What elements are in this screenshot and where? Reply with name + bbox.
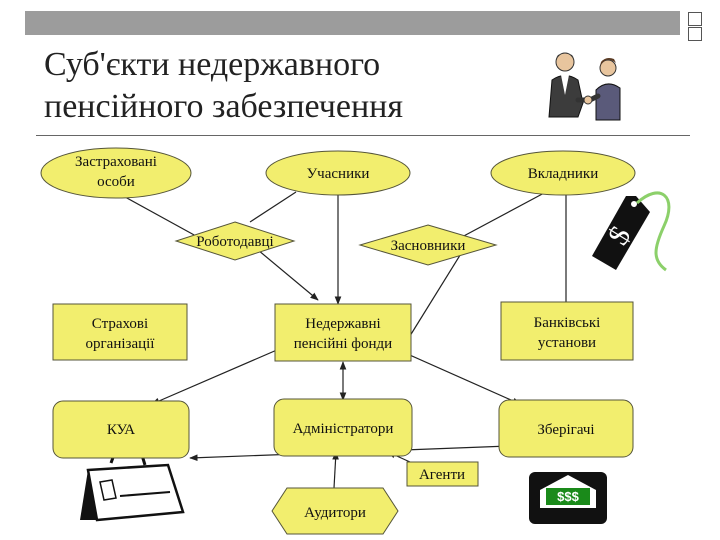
edge-auditors-administrators xyxy=(332,451,339,489)
edge-insured-employers xyxy=(115,191,197,237)
slide-title: Суб'єкти недержавного пенсійного забезпе… xyxy=(44,44,514,128)
title-line-2: пенсійного забезпечення xyxy=(44,88,403,125)
node-bank-institutions: Банківські установи xyxy=(500,301,634,361)
node-label: Зберігачі xyxy=(537,422,594,438)
node-label: Застраховані xyxy=(75,154,157,170)
node-agents: Агенти xyxy=(406,461,479,487)
node-label: Учасники xyxy=(307,166,370,182)
node-label: Страхові xyxy=(92,316,148,332)
node-label: Роботодавці xyxy=(196,234,273,250)
edge-depositors-founders xyxy=(459,191,547,239)
businessmen-handshake-clipart xyxy=(548,52,621,121)
dollar-price-tag-icon: $ xyxy=(592,191,671,272)
dollar-screen-icon: $$$ xyxy=(529,472,607,524)
corner-square-icon xyxy=(688,12,702,26)
node-label: Адміністратори xyxy=(293,421,394,437)
title-rule xyxy=(36,135,690,136)
edge-participants-employers xyxy=(249,191,297,223)
briefcase-icon xyxy=(80,450,185,522)
node-employers: Роботодавці xyxy=(174,221,296,261)
node-participants: Учасники xyxy=(265,150,411,196)
node-label: Агенти xyxy=(419,467,465,483)
node-label: Аудитори xyxy=(304,505,366,521)
money-icon-text: $$$ xyxy=(557,489,579,504)
title-line-1: Суб'єкти недержавного xyxy=(44,46,381,83)
title-bar xyxy=(25,11,680,35)
node-custodians: Зберігачі xyxy=(498,399,634,458)
node-label: Засновники xyxy=(391,238,466,254)
node-depositors: Вкладники xyxy=(490,150,636,196)
node-label: особи xyxy=(97,174,135,190)
node-administrators: Адміністратори xyxy=(273,398,413,457)
node-label: пенсійні фонди xyxy=(294,336,392,352)
node-insured-persons: Застраховані особи xyxy=(40,147,192,199)
node-kua: КУА xyxy=(52,400,190,459)
corner-square-icon xyxy=(688,27,702,41)
node-founders: Засновники xyxy=(358,224,498,266)
node-auditors: Аудитори xyxy=(271,487,399,535)
node-label: Банківські xyxy=(534,315,601,331)
node-insurance-organizations: Страхові організації xyxy=(52,303,188,361)
node-label: КУА xyxy=(107,422,135,438)
edge-employers-npf xyxy=(257,249,319,301)
node-label: установи xyxy=(538,335,596,351)
node-label: організації xyxy=(86,336,156,352)
node-label: Недержавні xyxy=(305,316,380,332)
node-nonstate-pension-funds: Недержавні пенсійні фонди xyxy=(274,303,412,362)
node-label: Вкладники xyxy=(528,166,598,182)
